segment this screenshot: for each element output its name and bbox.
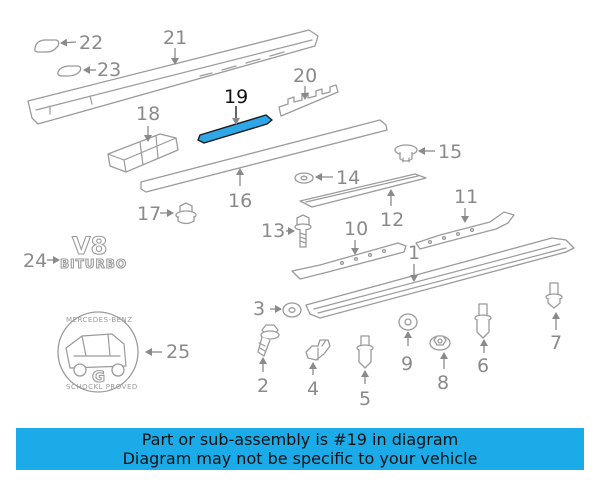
callout-7[interactable]: 7 <box>550 332 562 354</box>
part-11-bracket[interactable] <box>415 211 515 250</box>
part-2-screw[interactable] <box>257 324 280 357</box>
callout-16[interactable]: 16 <box>228 190 252 212</box>
callout-21[interactable]: 21 <box>163 27 187 49</box>
part-5-push-pin[interactable] <box>356 335 374 369</box>
callout-4[interactable]: 4 <box>307 378 319 400</box>
callout-2[interactable]: 2 <box>257 375 269 397</box>
part-22-clip[interactable] <box>34 39 60 53</box>
badge-v8-text: V8 <box>72 232 107 260</box>
callout-24[interactable]: 24 <box>23 250 47 272</box>
part-18-foam-block[interactable] <box>107 133 179 173</box>
part-4-fastener[interactable] <box>305 339 331 361</box>
emblem-letter: G <box>92 367 105 386</box>
badge-biturbo-text: BITURBO <box>60 257 127 271</box>
part-6-push-pin[interactable] <box>474 303 492 339</box>
part-13-bolt[interactable] <box>294 214 312 248</box>
callout-23[interactable]: 23 <box>97 59 121 81</box>
callout-10[interactable]: 10 <box>344 218 368 240</box>
part-24-v8-biturbo-badge[interactable]: V8 BITURBO <box>59 231 127 271</box>
callout-15[interactable]: 15 <box>438 141 462 163</box>
callout-14[interactable]: 14 <box>336 167 360 189</box>
callout-17[interactable]: 17 <box>137 203 161 225</box>
part-7-push-pin[interactable] <box>545 282 563 309</box>
callout-18[interactable]: 18 <box>136 103 160 125</box>
callout-8[interactable]: 8 <box>437 372 449 394</box>
part-20-bracket[interactable] <box>278 84 339 117</box>
callout-1[interactable]: 1 <box>408 242 420 264</box>
emblem-top-text: MERCEDES-BENZ <box>66 316 133 324</box>
part-15-push-clip[interactable] <box>394 144 418 163</box>
part-9-washer[interactable] <box>398 313 418 331</box>
callout-5[interactable]: 5 <box>359 388 371 410</box>
part-1-running-board[interactable] <box>305 237 575 319</box>
part-16-moulding[interactable] <box>140 119 388 193</box>
info-banner: Part or sub-assembly is #19 in diagram D… <box>16 428 584 470</box>
banner-line-2: Diagram may not be specific to your vehi… <box>122 449 478 468</box>
callout-9[interactable]: 9 <box>401 353 413 375</box>
callout-19[interactable]: 19 <box>224 86 248 108</box>
part-12-flat-strip[interactable] <box>299 173 427 208</box>
part-3-washer[interactable] <box>282 302 302 318</box>
banner-line-1: Part or sub-assembly is #19 in diagram <box>141 430 459 449</box>
part-23-clip[interactable] <box>57 65 82 77</box>
part-21-trim-strip[interactable] <box>27 29 319 125</box>
part-25-emblem[interactable]: MERCEDES-BENZ SCHOCKL PROVED G <box>57 311 139 393</box>
callout-12[interactable]: 12 <box>380 209 404 231</box>
callout-13[interactable]: 13 <box>261 220 285 242</box>
emblem-bottom-text: SCHOCKL PROVED <box>66 383 138 391</box>
callout-25[interactable]: 25 <box>166 341 190 363</box>
callout-20[interactable]: 20 <box>293 65 317 87</box>
part-17-bolt[interactable] <box>175 202 197 225</box>
part-19-highlighted-strip[interactable] <box>197 114 273 144</box>
callout-6[interactable]: 6 <box>477 355 489 377</box>
part-14-washer[interactable] <box>294 172 314 184</box>
callout-3[interactable]: 3 <box>253 298 265 320</box>
part-10-bracket[interactable] <box>291 242 407 280</box>
part-8-nut[interactable] <box>429 335 451 351</box>
callout-22[interactable]: 22 <box>79 32 103 54</box>
callout-11[interactable]: 11 <box>454 186 478 208</box>
